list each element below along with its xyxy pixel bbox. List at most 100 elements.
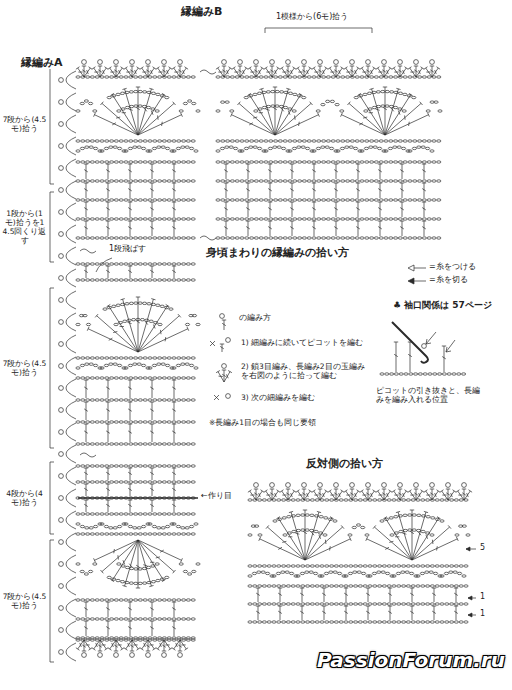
double-crochet-slash <box>359 123 363 125</box>
chain-stitch <box>100 399 104 401</box>
chain-stitch <box>105 180 109 182</box>
double-crochet-slash <box>117 644 121 645</box>
chain-stitch <box>156 579 160 581</box>
chain-stitch <box>422 76 426 78</box>
chain-stitch <box>148 481 152 483</box>
chain-stitch <box>177 533 181 535</box>
picot <box>146 60 151 65</box>
chain-stitch <box>100 150 104 152</box>
chain-stitch <box>250 218 254 220</box>
chain-stitch <box>166 525 170 527</box>
double-crochet-bar <box>356 202 360 203</box>
chain-stitch <box>370 161 374 163</box>
double-crochet <box>86 221 87 236</box>
picot <box>334 60 339 65</box>
double-crochet <box>138 299 153 352</box>
chain-stitch <box>413 180 417 182</box>
double-crochet-slash <box>288 111 290 115</box>
chain-stitch <box>418 199 422 201</box>
picot <box>59 518 64 523</box>
double-crochet-slash <box>128 608 132 610</box>
chain-stitch <box>186 465 190 467</box>
chain-stitch <box>81 421 85 423</box>
double-crochet <box>130 164 131 179</box>
double-crochet-bar <box>312 202 316 203</box>
picot <box>114 60 119 65</box>
double-crochet <box>86 402 87 420</box>
chain-stitch <box>244 96 248 98</box>
chain-stitch <box>148 443 152 445</box>
chain-stitch <box>322 199 326 201</box>
chain-stitch <box>307 237 311 239</box>
chain-stitch <box>368 108 372 110</box>
chain-stitch <box>110 639 114 641</box>
double-crochet-slash <box>350 70 354 72</box>
double-crochet-bar <box>120 299 124 300</box>
chain-stitch <box>384 180 388 182</box>
chain-stitch <box>167 533 171 535</box>
chain-stitch <box>90 481 94 483</box>
double-crochet-bar <box>106 602 110 603</box>
chain-stitch <box>250 140 254 142</box>
edging-leaf <box>66 577 76 595</box>
double-crochet-slash <box>378 227 382 229</box>
double-crochet-slash <box>435 70 437 74</box>
double-crochet-bar <box>106 500 110 501</box>
double-crochet-slash <box>120 326 124 327</box>
double-crochet-slash <box>116 117 120 118</box>
chain-stitch <box>94 525 98 527</box>
chain-stitch <box>143 199 147 201</box>
picot <box>270 60 275 65</box>
chain-stitch <box>81 237 85 239</box>
double-crochet-bar <box>378 164 382 165</box>
chain-stitch <box>182 263 186 265</box>
chain-stitch <box>191 199 195 201</box>
chain-stitch <box>90 443 94 445</box>
chain-stitch <box>278 218 282 220</box>
chain-stitch <box>134 377 138 379</box>
chain-stitch <box>116 579 120 581</box>
double-crochet <box>148 68 154 77</box>
chain-stitch <box>138 465 142 467</box>
chain-stitch <box>86 399 90 401</box>
chain-stitch <box>95 140 99 142</box>
double-crochet <box>288 68 294 77</box>
double-crochet-slash <box>414 70 418 72</box>
chain-stitch <box>326 237 330 239</box>
chain-stitch <box>143 140 147 142</box>
edging-leaf <box>66 313 76 331</box>
double-crochet-slash <box>146 645 150 647</box>
chain-stitch <box>81 481 85 483</box>
double-crochet-bar <box>398 66 402 67</box>
chain-stitch <box>94 147 98 149</box>
chain-stitch <box>105 357 109 359</box>
chain-stitch <box>370 180 374 182</box>
chain-stitch <box>379 140 383 142</box>
chain-stitch <box>220 147 224 149</box>
double-crochet-bar <box>106 402 110 403</box>
chain-stitch <box>167 443 171 445</box>
chain-stitch <box>76 180 80 182</box>
chain-stitch <box>317 140 321 142</box>
chain-stitch <box>86 323 90 325</box>
chain-stitch <box>437 161 441 163</box>
chain-stitch <box>95 421 99 423</box>
chain-stitch <box>191 377 195 379</box>
chain-stitch <box>216 180 220 182</box>
chain-stitch <box>177 399 181 401</box>
chain-stitch <box>191 279 195 281</box>
chain-stitch <box>110 140 114 142</box>
double-crochet-slash <box>362 71 366 72</box>
chain-stitch <box>100 161 104 163</box>
double-crochet-slash <box>268 208 272 210</box>
chain-stitch <box>119 618 123 620</box>
chain-stitch <box>249 95 253 97</box>
double-crochet-slash <box>224 170 228 172</box>
chain-stitch <box>76 161 80 163</box>
double-crochet <box>292 202 293 217</box>
break-mark <box>200 236 216 240</box>
double-crochet-slash <box>136 107 140 109</box>
double-crochet <box>402 164 403 179</box>
chain-stitch <box>183 102 187 104</box>
chain-stitch <box>182 481 186 483</box>
